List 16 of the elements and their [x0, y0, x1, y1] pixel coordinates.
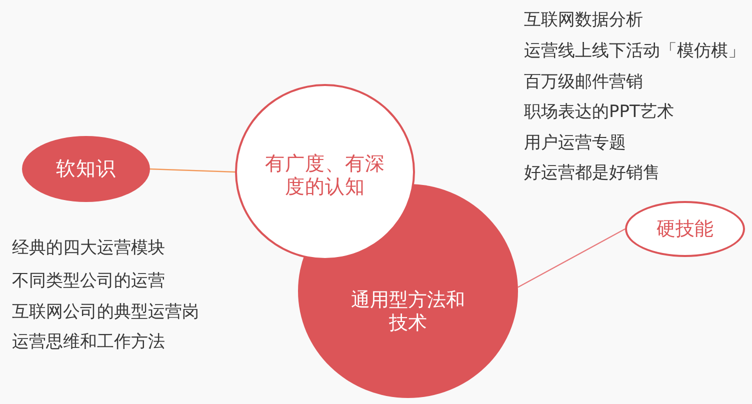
node-label: 硬技能	[656, 218, 714, 240]
list-item: 经典的四大运营模块	[12, 237, 165, 259]
list-item: 不同类型公司的运营	[12, 270, 165, 292]
node-label: 有广度、有深度的认知	[265, 152, 385, 198]
list-item: 职场表达的PPT艺术	[524, 101, 674, 123]
node-label: 通用型方法和技术	[350, 289, 466, 335]
list-item: 好运营都是好销售	[524, 162, 660, 184]
list-item: 运营思维和工作方法	[12, 331, 165, 353]
connector-line	[518, 228, 626, 288]
list-item: 百万级邮件营销	[524, 71, 643, 93]
list-item: 运营线上线下活动「模仿棋」	[524, 40, 745, 62]
list-item: 互联网公司的典型运营岗	[12, 301, 199, 323]
node-label: 软知识	[55, 157, 117, 181]
list-item: 用户运营专题	[524, 132, 626, 154]
list-item: 互联网数据分析	[524, 9, 643, 31]
connector-line	[150, 168, 236, 173]
